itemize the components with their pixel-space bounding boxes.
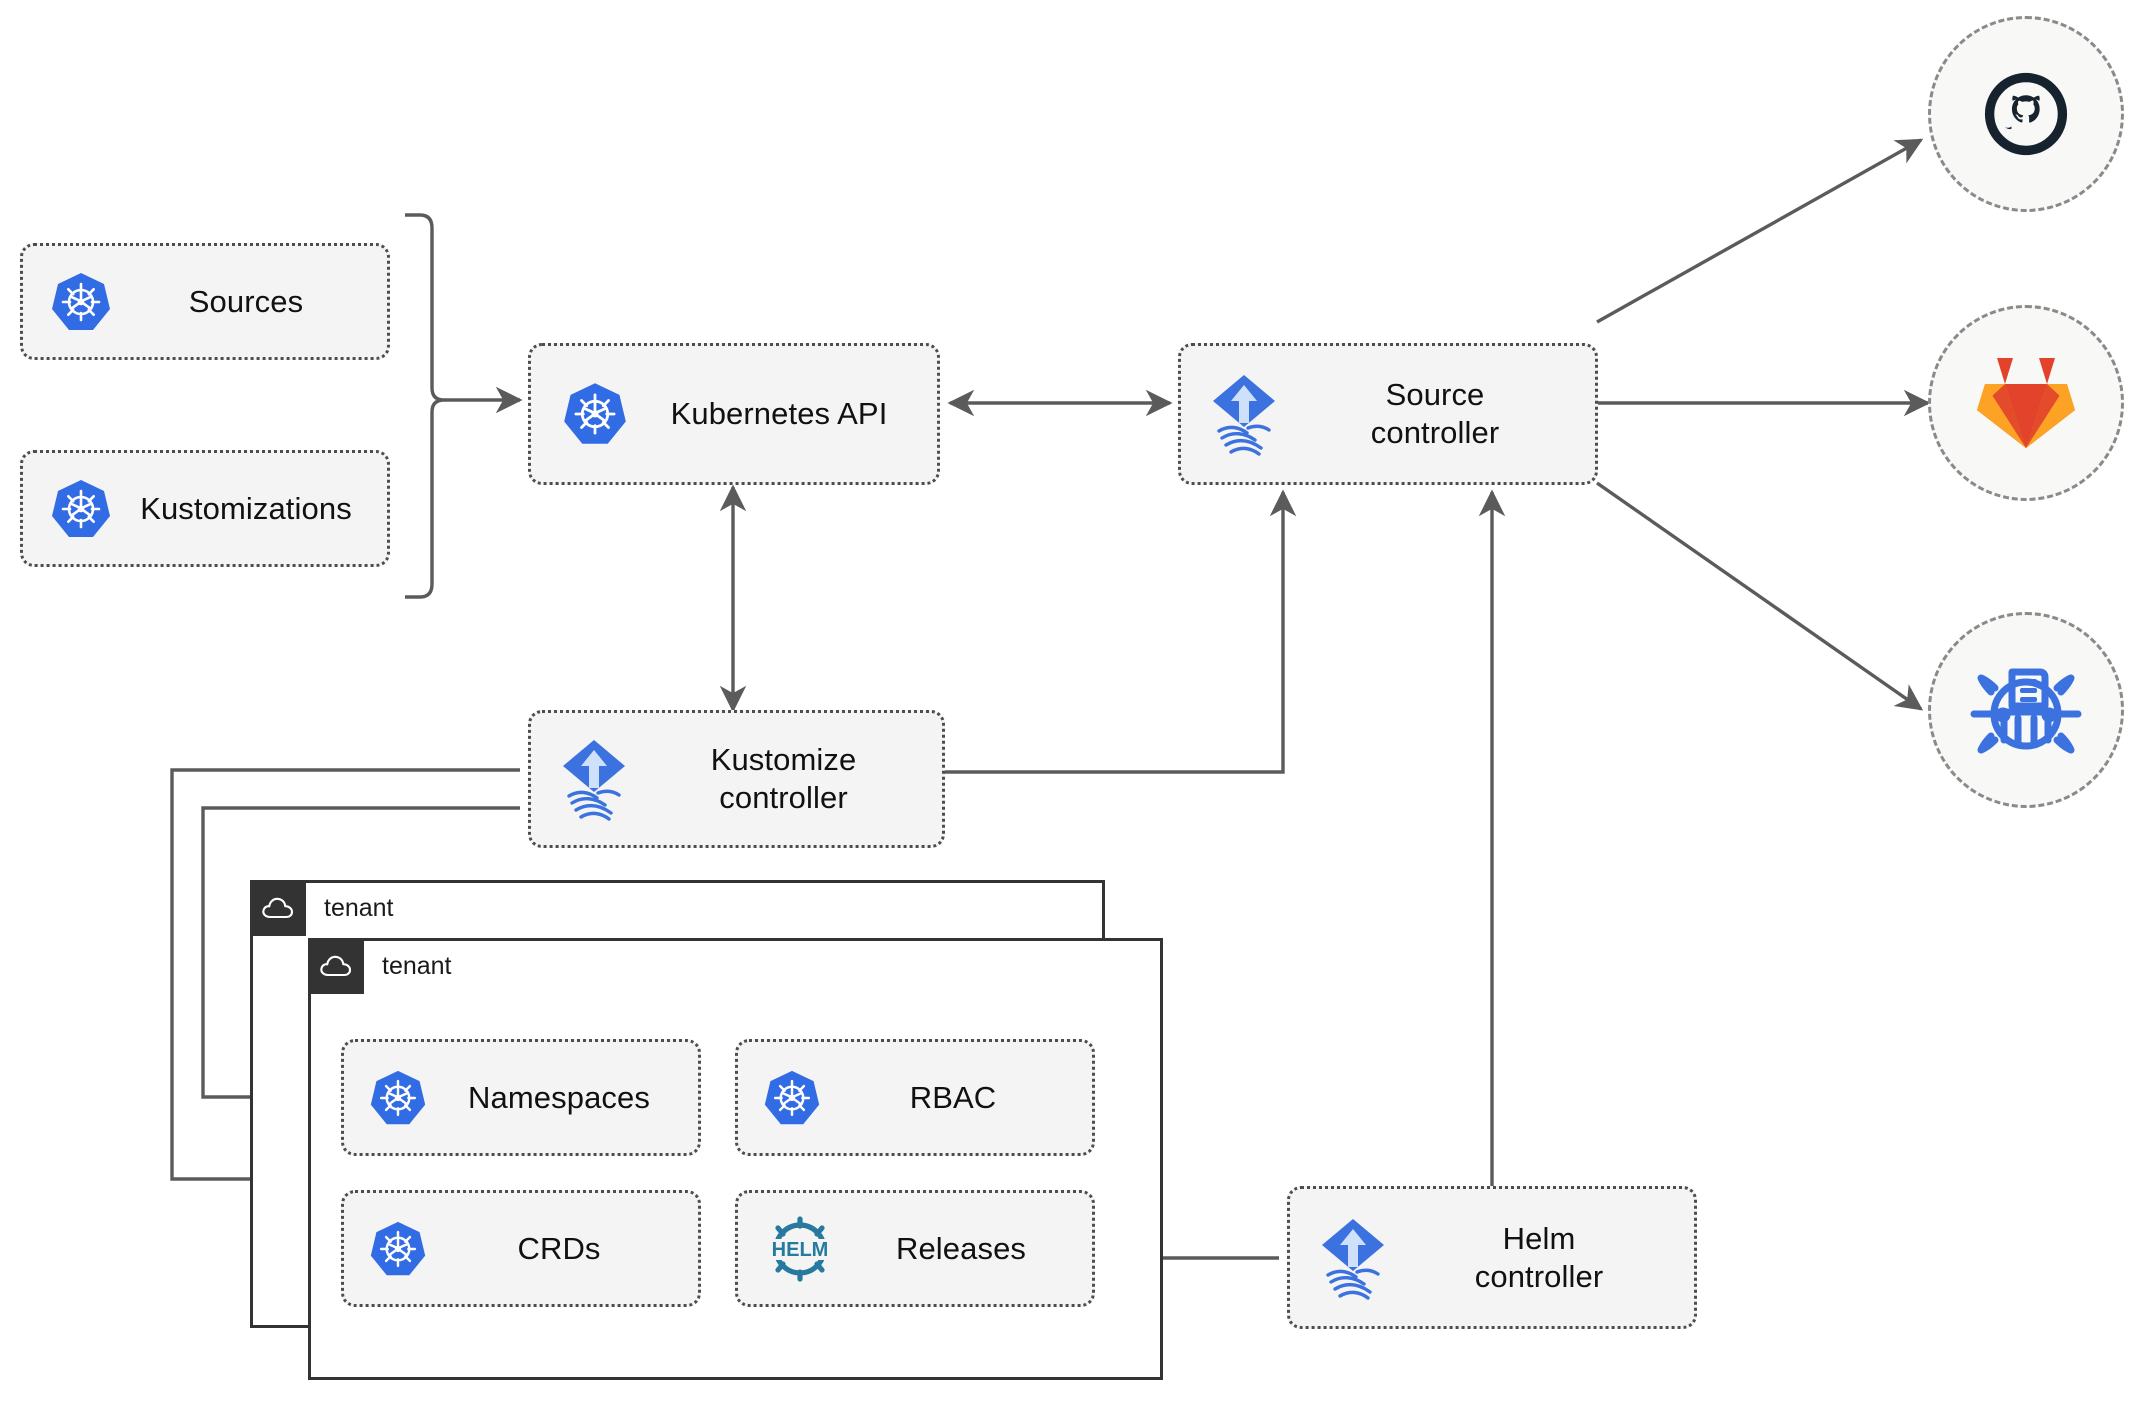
kubernetes-icon bbox=[762, 1068, 822, 1128]
kubernetes-icon bbox=[49, 270, 113, 334]
tenant-resource-namespaces[interactable]: Namespaces bbox=[341, 1039, 701, 1156]
tenant-resource-crds[interactable]: CRDs bbox=[341, 1190, 701, 1307]
tenant-resource-label: CRDs bbox=[517, 1230, 601, 1266]
tenant-label: tenant bbox=[382, 951, 452, 980]
kubernetes-icon bbox=[49, 477, 113, 541]
cloud-icon bbox=[308, 938, 364, 994]
kustomize-controller-label: Kustomize controller bbox=[710, 742, 857, 815]
github-icon bbox=[1984, 72, 2068, 156]
endpoint-helm-repository[interactable] bbox=[1928, 612, 2124, 808]
endpoint-gitlab[interactable] bbox=[1928, 305, 2124, 501]
helm-icon: HELM bbox=[762, 1215, 838, 1283]
source-controller-node[interactable]: Source controller bbox=[1178, 343, 1598, 485]
tenant-resource-label: Namespaces bbox=[468, 1079, 650, 1115]
svg-text:HELM: HELM bbox=[772, 1239, 829, 1261]
source-controller-label: Source controller bbox=[1370, 377, 1500, 450]
helm-repository-icon bbox=[1970, 668, 2082, 754]
cloud-icon bbox=[250, 880, 306, 936]
tenant-resource-releases[interactable]: HELM Releases bbox=[735, 1190, 1095, 1307]
kubernetes-api-label: Kubernetes API bbox=[670, 396, 888, 432]
helm-controller-label: Helm controller bbox=[1474, 1220, 1604, 1294]
tenant-label: tenant bbox=[324, 893, 394, 922]
resource-label: Sources bbox=[188, 283, 304, 319]
kubernetes-icon bbox=[561, 380, 629, 448]
helm-controller-node[interactable]: Helm controller bbox=[1287, 1186, 1697, 1329]
tenant-resource-label: Releases bbox=[895, 1230, 1027, 1266]
kubernetes-icon bbox=[368, 1068, 428, 1128]
endpoint-github[interactable] bbox=[1928, 16, 2124, 212]
tenant-resource-rbac[interactable]: RBAC bbox=[735, 1039, 1095, 1156]
tenant-window-front[interactable]: tenant bbox=[308, 938, 1163, 1380]
tenant-titlebar: tenant bbox=[308, 938, 452, 994]
tenant-titlebar: tenant bbox=[250, 880, 394, 936]
resource-node-sources[interactable]: Sources bbox=[20, 243, 390, 360]
kubernetes-icon bbox=[368, 1219, 428, 1279]
kubernetes-api-node[interactable]: Kubernetes API bbox=[528, 343, 940, 485]
resource-label: Kustomizations bbox=[140, 490, 352, 526]
flux-icon bbox=[1205, 371, 1283, 457]
kustomize-controller-node[interactable]: Kustomize controller bbox=[528, 710, 945, 848]
resource-node-kustomizations[interactable]: Kustomizations bbox=[20, 450, 390, 567]
flux-icon bbox=[555, 736, 633, 822]
flux-icon bbox=[1314, 1215, 1392, 1301]
tenant-resource-label: RBAC bbox=[909, 1079, 997, 1115]
gitlab-icon bbox=[1977, 358, 2075, 448]
